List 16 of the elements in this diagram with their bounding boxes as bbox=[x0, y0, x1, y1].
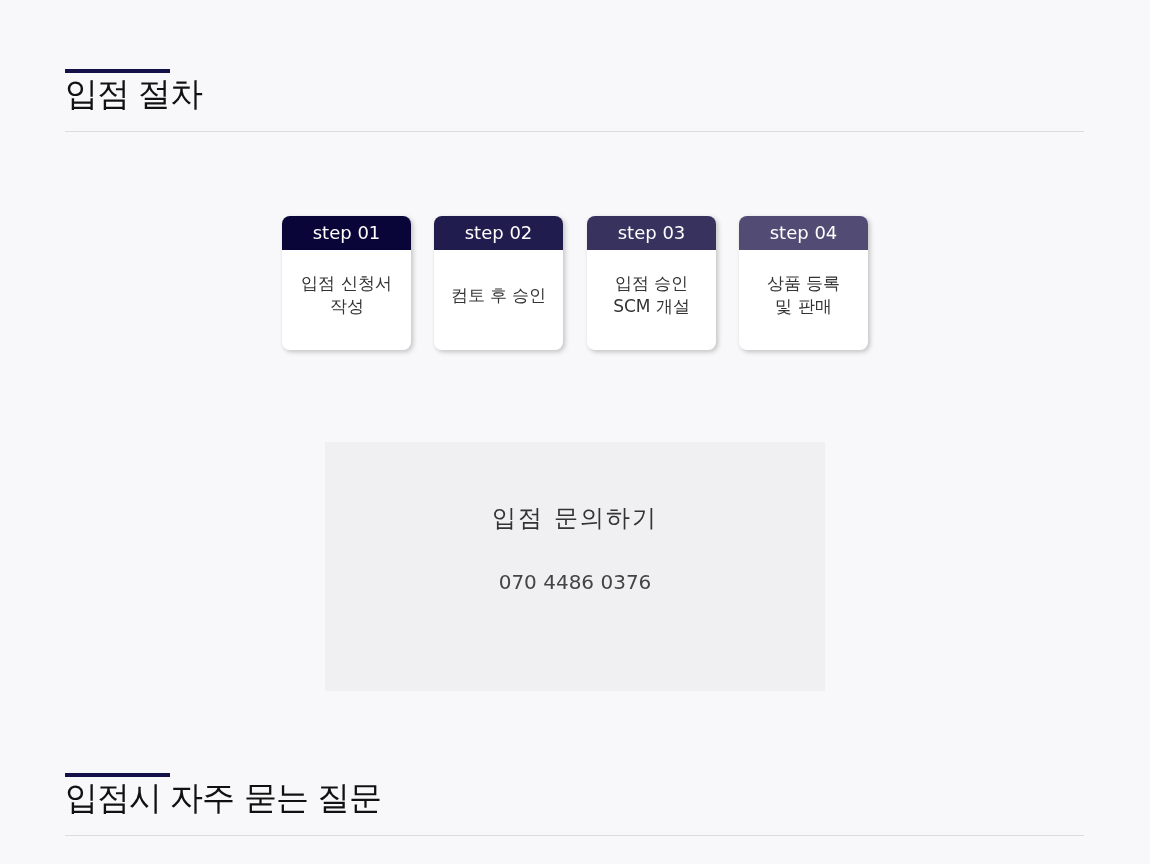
step-card bbox=[434, 216, 563, 350]
step-header: step 02 bbox=[434, 216, 563, 250]
step-header: step 04 bbox=[739, 216, 868, 250]
step-card bbox=[739, 216, 868, 350]
step-description: 컴토 후 승인 bbox=[449, 283, 548, 307]
section-heading: 입점 절차 bbox=[65, 74, 203, 114]
step-header: step 01 bbox=[282, 216, 411, 250]
step-card bbox=[587, 216, 716, 350]
step-header: step 03 bbox=[587, 216, 716, 250]
step-description: 입점 승인 SCM 개설 bbox=[612, 272, 691, 318]
step-card bbox=[282, 216, 411, 350]
phone-number: 070 4486 0376 bbox=[497, 569, 653, 595]
section-heading: 입점시 자주 묻는 질문 bbox=[65, 778, 382, 818]
step-description: 상품 등록 및 판매 bbox=[765, 272, 842, 318]
step-description: 입점 신청서 작성 bbox=[300, 272, 393, 318]
contact-heading: 입점 문의하기 bbox=[491, 503, 659, 533]
